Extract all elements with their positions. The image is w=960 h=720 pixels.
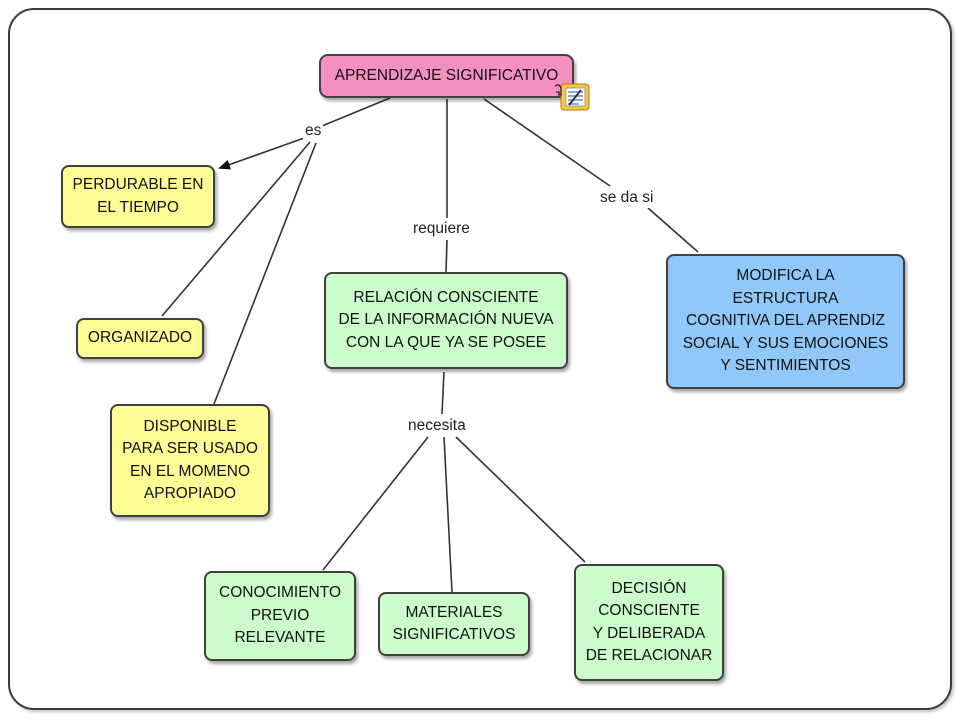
concept-perdurable-en-el-tiempo[interactable]: PERDURABLE EN EL TIEMPO	[61, 165, 215, 228]
link-necesita-to-conocimiento	[322, 436, 429, 571]
link-necesita-to-materiales	[443, 436, 453, 593]
linking-phrase-es: es	[303, 121, 324, 141]
link-seda-to-modifica	[647, 207, 699, 253]
concept-modifica-estructura[interactable]: MODIFICA LA ESTRUCTURA COGNITIVA DEL APR…	[666, 254, 905, 389]
text-document-resource-icon[interactable]	[554, 82, 591, 112]
concept-disponible[interactable]: DISPONIBLE PARA SER USADO EN EL MOMENO A…	[110, 404, 270, 517]
link-requiere-to-relacion	[445, 239, 448, 273]
link-es-to-disponible	[213, 142, 317, 405]
linking-phrase-requiere: requiere	[411, 219, 472, 239]
link-relacion-to-necesita	[441, 371, 445, 415]
concept-decision-consciente[interactable]: DECISIÓN CONSCIENTE Y DELIBERADA DE RELA…	[574, 564, 724, 681]
link-es-to-perdurable	[218, 136, 308, 170]
link-necesita-to-decision	[455, 436, 586, 563]
linking-phrase-se-da-si: se da si	[598, 188, 656, 208]
concept-conocimiento-previo[interactable]: CONOCIMIENTO PREVIO RELEVANTE	[204, 571, 356, 661]
concept-materiales-significativos[interactable]: MATERIALES SIGNIFICATIVOS	[378, 592, 530, 656]
concept-relacion-consciente[interactable]: RELACIÓN CONSCIENTE DE LA INFORMACIÓN NU…	[324, 272, 568, 369]
concept-aprendizaje-significativo[interactable]: APRENDIZAJE SIGNIFICATIVO	[319, 54, 574, 98]
concept-organizado[interactable]: ORGANIZADO	[76, 318, 204, 359]
link-main-to-es	[321, 97, 391, 127]
link-main-to-seda	[483, 98, 611, 187]
link-es-to-organizado	[161, 141, 311, 317]
linking-phrase-necesita: necesita	[406, 416, 468, 436]
